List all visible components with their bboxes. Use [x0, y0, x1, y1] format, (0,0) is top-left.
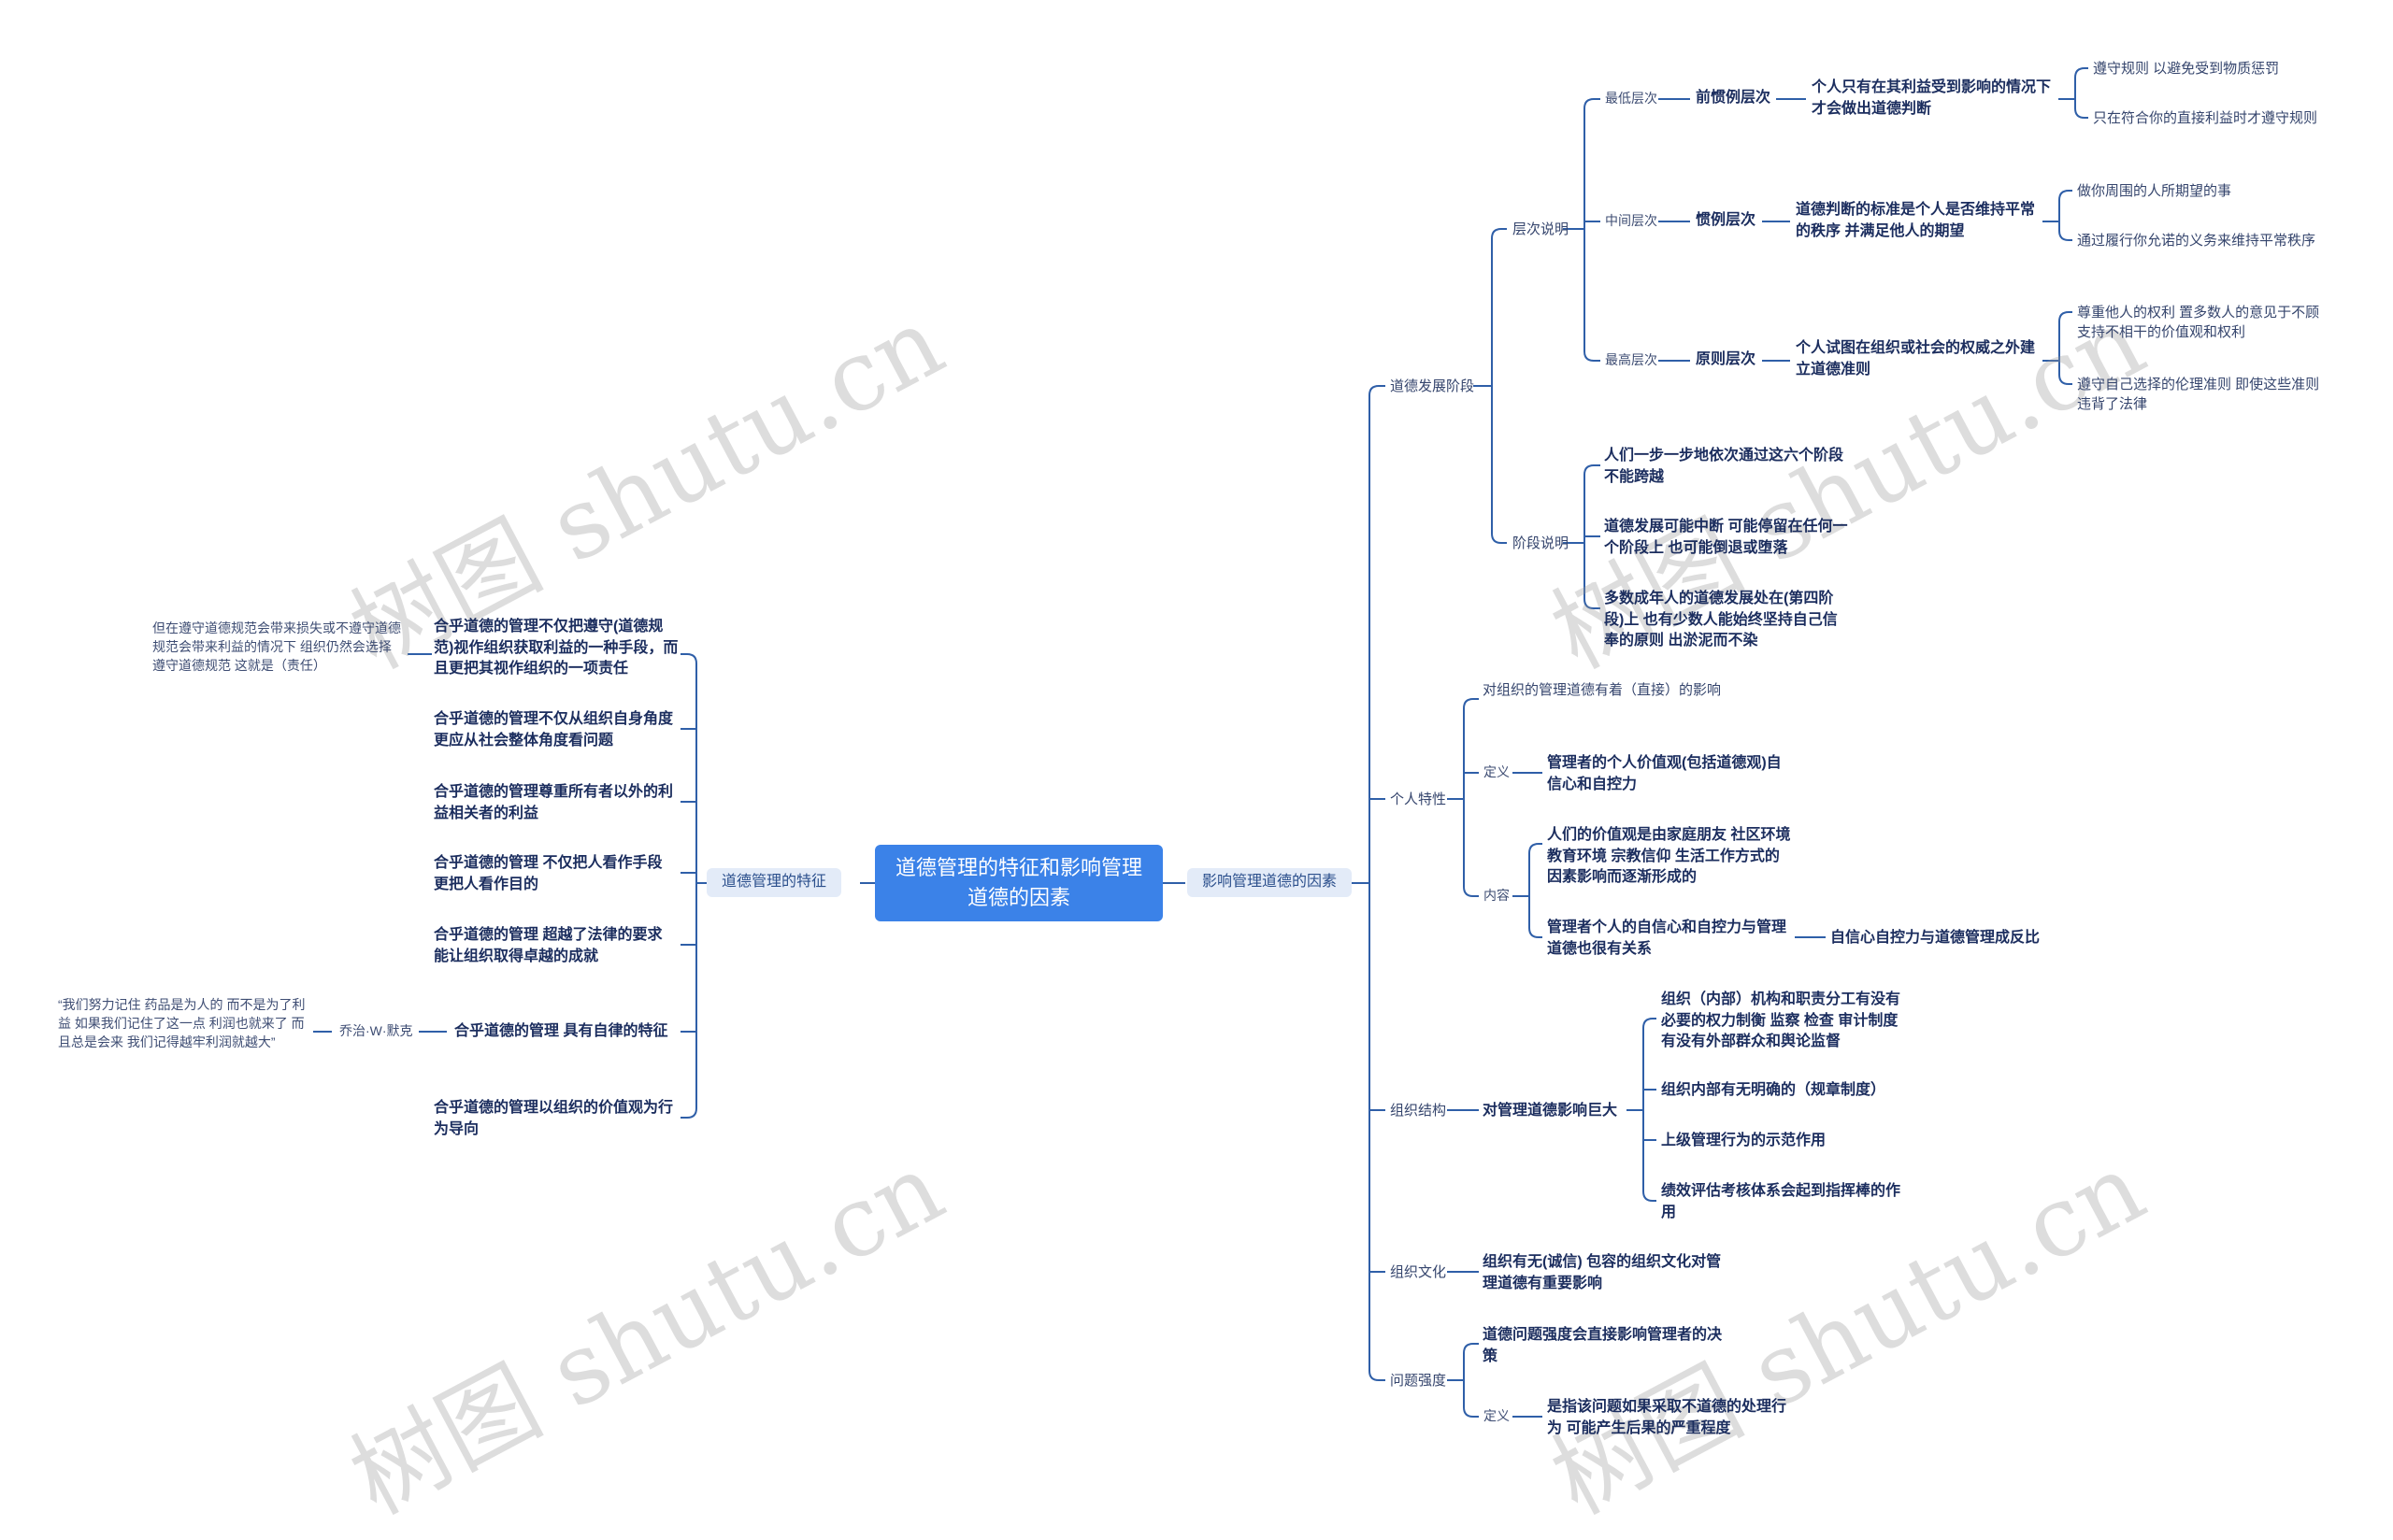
personal-content-label[interactable]: 内容: [1483, 888, 1510, 903]
personal: [1463, 698, 1479, 709]
branch-characteristics[interactable]: 道德管理的特征: [707, 868, 842, 897]
intensity: [1463, 1343, 1479, 1354]
stages: [1583, 464, 1600, 476]
level-2-sub-1[interactable]: 做你周围的人所期望的事: [2077, 183, 2232, 199]
level2-subs: [2058, 190, 2072, 201]
tier-highest[interactable]: 最高层次: [1605, 352, 1657, 367]
structure-items: [1642, 1191, 1656, 1202]
intensity: [1463, 1406, 1479, 1418]
culture-text[interactable]: 组织有无(诚信) 包容的组织文化对管理道德有重要影响: [1483, 1254, 1722, 1291]
level2-subs: [2058, 230, 2072, 241]
level-desc-3[interactable]: 个人试图在组织或社会的权威之外建立道德准则: [1796, 340, 2036, 378]
moral-stage: [1491, 228, 1507, 239]
characteristic-5[interactable]: 合乎道德的管理 超越了法律的要求 能让组织取得卓越的成就: [434, 927, 663, 964]
stage-note-2[interactable]: 道德发展可能中断 可能停留在任何一个阶段上 也可能倒退或堕落: [1604, 519, 1848, 556]
responsibility-note[interactable]: 但在遵守道德规范会带来损失或不遵守道德规范会带来利益的情况下 组织仍然会选择遵守…: [152, 620, 401, 673]
structure-item-1[interactable]: 组织（内部）机构和职责分工有没有必要的权力制衡 监察 检查 审计制度 有没有外部…: [1661, 991, 1901, 1050]
structure-item-2[interactable]: 组织内部有无明确的（规章制度）: [1661, 1082, 1886, 1098]
level3-subs: [2058, 311, 2072, 322]
level-2-sub-2[interactable]: 通过履行你允诺的义务来维持平常秩序: [2077, 233, 2316, 249]
characteristic-1[interactable]: 合乎道德的管理不仅把遵守(道德规范)视作组织获取利益的一种手段，而且更把其视作组…: [434, 619, 679, 677]
moral-stage: [1491, 533, 1507, 544]
personal: [1463, 886, 1479, 897]
personal-node[interactable]: 个人特性: [1390, 791, 1447, 807]
personal-content-b[interactable]: 管理者个人的自信心和自控力与管理道德也很有关系: [1547, 920, 1787, 957]
level1-subs: [2074, 107, 2088, 119]
left-characteristics: [681, 1107, 697, 1119]
characteristic-6[interactable]: 合乎道德的管理 具有自律的特征: [454, 1023, 668, 1039]
intensity-text[interactable]: 道德问题强度会直接影响管理者的决策: [1483, 1327, 1723, 1364]
mind-map-canvas: 树图 shutu.cn 树图 shutu.cn 树图 shutu.cn 树图 s…: [58, 61, 2320, 1536]
level-1-sub-2[interactable]: 只在符合你的直接利益时才遵守规则: [2093, 110, 2318, 126]
culture-node[interactable]: 组织文化: [1390, 1264, 1447, 1280]
personal-content: [1528, 927, 1542, 938]
personal-content: [1528, 843, 1542, 854]
personal-content-a[interactable]: 人们的价值观是由家庭朋友 社区环境 教育环境 宗教信仰 生活工作方式的因素影响而…: [1547, 827, 1791, 886]
right-factors: [1368, 1370, 1385, 1381]
level-conventional[interactable]: 惯例层次: [1696, 212, 1756, 228]
root-label: 道德管理的特征和影响管理道德的因素: [895, 856, 1142, 909]
stage-note-3[interactable]: 多数成年人的道德发展处在(第四阶段)上 也有少数人能始终坚持自己信奉的原则 出淤…: [1604, 591, 1838, 649]
person-node[interactable]: 乔治·W·默克: [339, 1023, 413, 1038]
branch-factors[interactable]: 影响管理道德的因素: [1187, 868, 1353, 897]
tier-lowest[interactable]: 最低层次: [1605, 91, 1657, 106]
intensity-def-label[interactable]: 定义: [1483, 1408, 1510, 1423]
level-desc-2[interactable]: 道德判断的标准是个人是否维持平常的秩序 并满足他人的期望: [1796, 202, 2036, 239]
structure-items: [1642, 1018, 1656, 1029]
level-preconventional[interactable]: 前惯例层次: [1696, 90, 1771, 106]
root-node[interactable]: 道德管理的特征和影响管理道德的因素: [875, 845, 1163, 921]
connector-lines: [313, 67, 2088, 1418]
intensity-def[interactable]: 是指该问题如果采取不道德的处理行为 可能产生后果的严重程度: [1547, 1399, 1787, 1436]
characteristic-3[interactable]: 合乎道德的管理尊重所有者以外的利益相关者的利益: [434, 784, 674, 821]
levels: [1583, 98, 1600, 109]
personal-def[interactable]: 管理者的个人价值观(包括道德观)自信心和自控力: [1547, 755, 1782, 792]
level-3-sub-1[interactable]: 尊重他人的权利 置多数人的意见于不顾 支持不相干的价值观和权利: [2077, 305, 2320, 341]
level-1-sub-1[interactable]: 遵守规则 以避免受到物质惩罚: [2093, 61, 2280, 77]
structure-node[interactable]: 组织结构: [1390, 1103, 1447, 1119]
tier-middle[interactable]: 中间层次: [1605, 213, 1657, 228]
level1-subs: [2074, 67, 2088, 78]
structure-main[interactable]: 对管理道德影响巨大: [1483, 1103, 1618, 1119]
levels-node[interactable]: 层次说明: [1512, 221, 1569, 237]
level-3-sub-2[interactable]: 遵守自己选择的伦理准则 即使这些准则违背了法律: [2077, 377, 2320, 413]
intensity-node[interactable]: 问题强度: [1390, 1373, 1447, 1389]
quote-node[interactable]: “我们努力记住 药品是为人的 而不是为了利益 如果我们记住了这一点 利润也就来了…: [58, 997, 306, 1049]
level-principled[interactable]: 原则层次: [1696, 351, 1756, 367]
right-factors: [1368, 385, 1385, 396]
stages-node[interactable]: 阶段说明: [1512, 535, 1569, 551]
stage-note-1[interactable]: 人们一步一步地依次通过这六个阶段不能跨越: [1604, 448, 1844, 485]
left-characteristics: [681, 653, 697, 664]
structure-item-3[interactable]: 上级管理行为的示范作用: [1661, 1133, 1827, 1148]
characteristic-2[interactable]: 合乎道德的管理不仅从组织自身角度更应从社会整体角度看问题: [434, 711, 674, 749]
personal-def-label[interactable]: 定义: [1483, 764, 1510, 779]
levels: [1583, 350, 1600, 362]
structure-item-4[interactable]: 绩效评估考核体系会起到指挥棒的作用: [1661, 1183, 1901, 1220]
personal-impact[interactable]: 对组织的管理道德有着（直接）的影响: [1483, 682, 1722, 698]
stages: [1583, 598, 1600, 609]
personal-content-b-sub[interactable]: 自信心自控力与道德管理成反比: [1830, 930, 2041, 946]
characteristic-7[interactable]: 合乎道德的管理以组织的价值观为行为导向: [434, 1100, 674, 1137]
level-desc-1[interactable]: 个人只有在其利益受到影响的情况下 才会做出道德判断: [1812, 79, 2052, 117]
level3-subs: [2058, 374, 2072, 385]
characteristic-4[interactable]: 合乎道德的管理 不仅把人看作手段 更把人看作目的: [434, 855, 663, 892]
moral-stage-node[interactable]: 道德发展阶段: [1390, 378, 1475, 394]
